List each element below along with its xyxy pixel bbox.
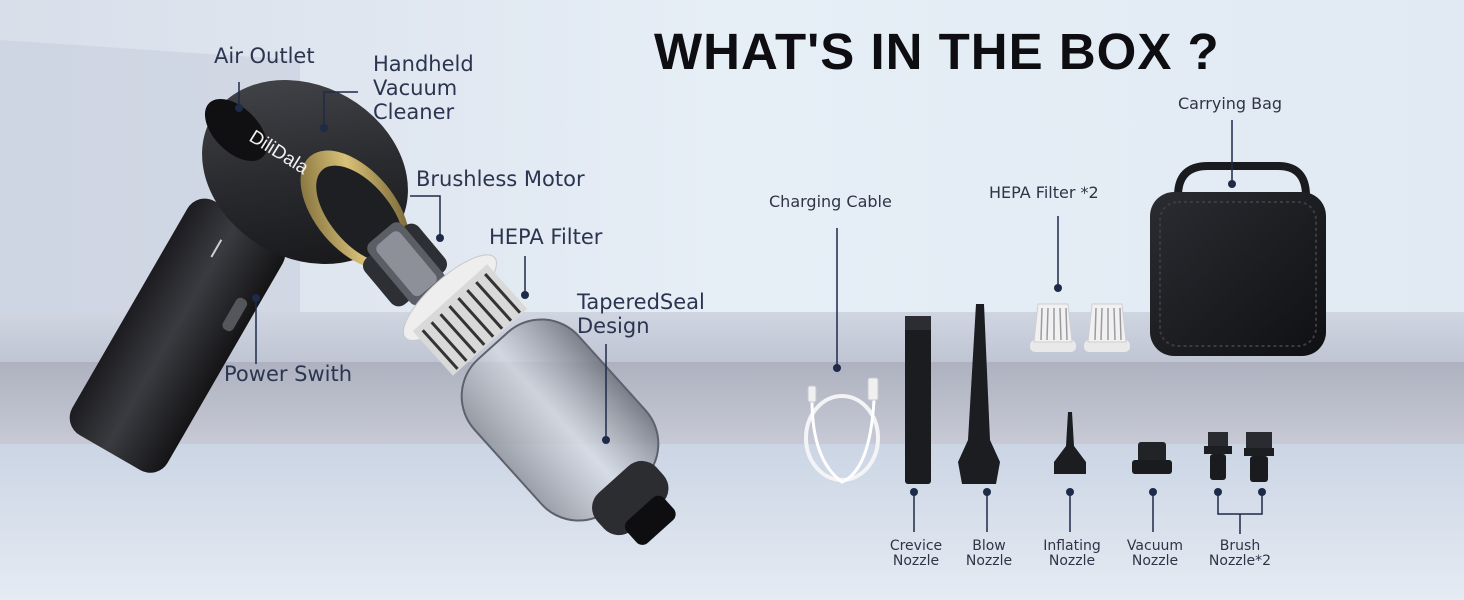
label-brush-nozzle: Brush Nozzle*2 xyxy=(1202,539,1278,569)
label-blow-line2: Nozzle xyxy=(965,553,1013,569)
label-hepa-filter: HEPA Filter xyxy=(489,225,603,249)
label-crevice-line2: Nozzle xyxy=(892,553,940,569)
label-vacuum-line1: Vacuum xyxy=(1126,538,1184,554)
label-vacuum-line2: Nozzle xyxy=(1131,553,1179,569)
label-inflating-line1: Inflating xyxy=(1043,538,1101,554)
label-brushless-motor: Brushless Motor xyxy=(416,167,585,191)
handheld-vacuum-image xyxy=(69,80,676,545)
label-air-outlet: Air Outlet xyxy=(214,44,315,68)
label-blow-nozzle: Blow Nozzle xyxy=(957,539,1021,569)
label-charging-cable: Charging Cable xyxy=(769,192,892,211)
crevice-nozzle-image xyxy=(905,316,931,532)
label-handheld-line1: Handheld xyxy=(373,52,474,76)
hepa-filters-image xyxy=(1030,216,1130,352)
label-blow-line1: Blow xyxy=(972,538,1006,554)
label-brush-line1: Brush xyxy=(1219,538,1261,554)
label-handheld-line3: Cleaner xyxy=(373,100,455,124)
product-callouts xyxy=(235,82,610,444)
shelf-front xyxy=(0,362,1464,444)
label-hepa-filter-2: HEPA Filter *2 xyxy=(989,183,1099,202)
vacuum-nozzle-image xyxy=(1132,442,1172,532)
label-handheld-line2: Vacuum xyxy=(373,76,458,100)
label-tapered-line2: Design xyxy=(577,314,650,338)
label-power-switch: Power Swith xyxy=(224,362,353,386)
carrying-bag-image xyxy=(1150,120,1326,356)
label-inflating-line2: Nozzle xyxy=(1048,553,1096,569)
label-inflating-nozzle: Inflating Nozzle xyxy=(1035,539,1109,569)
label-vacuum-nozzle: Vacuum Nozzle xyxy=(1120,539,1190,569)
blow-nozzle-image xyxy=(958,304,1000,532)
floor xyxy=(0,444,1464,600)
label-carrying-bag: Carrying Bag xyxy=(1178,94,1283,113)
label-brush-line2: Nozzle*2 xyxy=(1208,553,1272,569)
label-tapered-line1: TaperedSeal xyxy=(577,290,705,314)
page-title: WHAT'S IN THE BOX ? xyxy=(654,23,1220,80)
label-crevice-nozzle: Crevice Nozzle xyxy=(884,539,948,569)
label-crevice-line1: Crevice xyxy=(889,538,943,554)
brush-nozzles-image xyxy=(1204,432,1274,534)
inflating-nozzle-image xyxy=(1054,412,1086,532)
charging-cable-image xyxy=(804,228,880,484)
